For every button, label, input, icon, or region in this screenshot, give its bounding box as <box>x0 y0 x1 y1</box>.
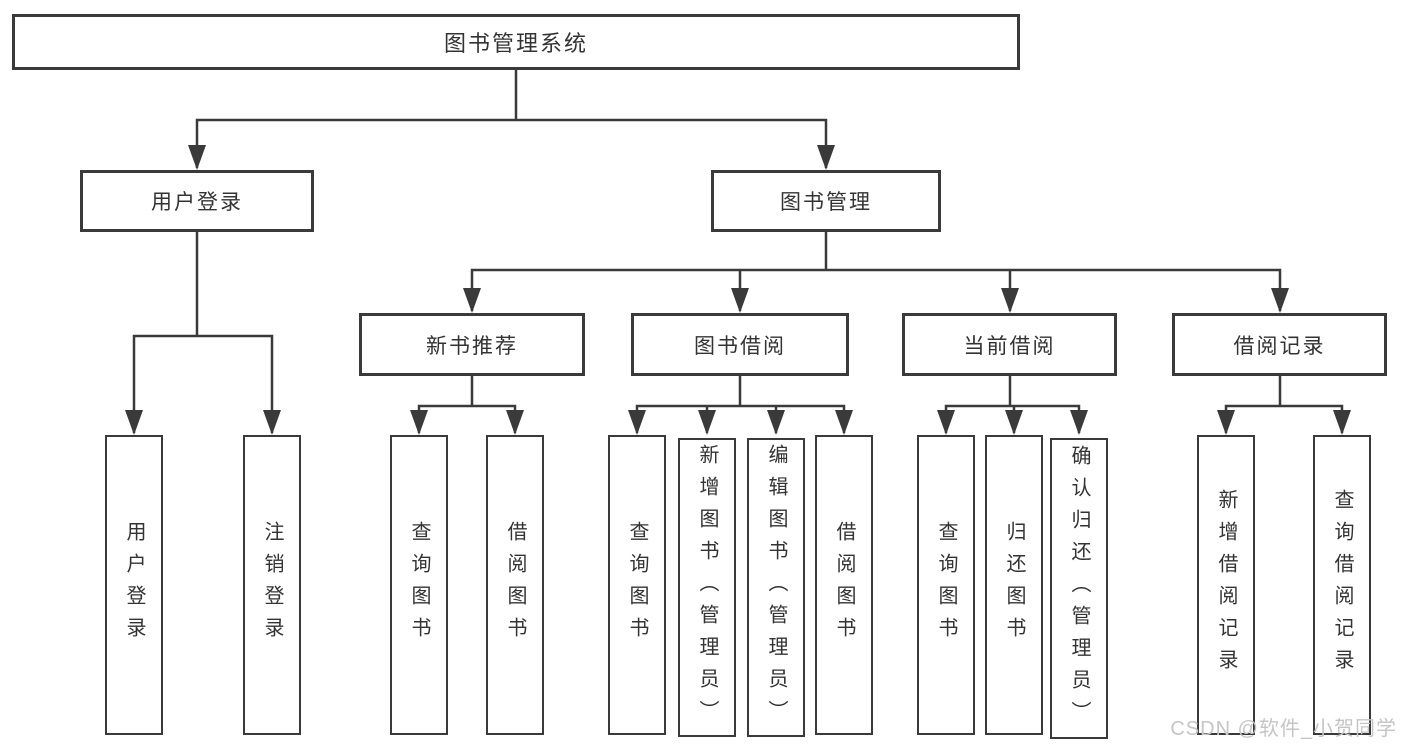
leaf-logout-label: 注销登录 <box>261 521 283 649</box>
leaf-query-books-2: 查询图书 <box>608 435 666 735</box>
node-book-management-label: 图书管理 <box>780 191 872 214</box>
leaf-return-books-label: 归还图书 <box>1003 521 1025 649</box>
leaf-user-login-label: 用户登录 <box>123 521 145 649</box>
node-borrow-records: 借阅记录 <box>1172 313 1387 376</box>
node-new-book-recommend-label: 新书推荐 <box>426 334 518 358</box>
leaf-query-borrow-record: 查询借阅记录 <box>1313 435 1371 735</box>
leaf-return-books: 归还图书 <box>985 435 1043 735</box>
leaf-edit-books-admin-label: 编辑图书（管理员） <box>765 443 787 732</box>
leaf-add-borrow-record: 新增借阅记录 <box>1197 435 1255 735</box>
node-book-borrow: 图书借阅 <box>631 313 849 376</box>
leaf-borrow-books-1-label: 借阅图书 <box>504 521 526 649</box>
leaf-edit-books-admin: 编辑图书（管理员） <box>747 438 805 737</box>
node-borrow-records-label: 借阅记录 <box>1233 334 1326 358</box>
leaf-borrow-books-2-label: 借阅图书 <box>833 521 855 649</box>
leaf-add-books-admin-label: 新增图书（管理员） <box>696 443 718 732</box>
node-new-book-recommend: 新书推荐 <box>359 313 585 376</box>
leaf-query-books-1: 查询图书 <box>390 435 448 735</box>
leaf-borrow-books-2: 借阅图书 <box>815 435 873 735</box>
leaf-query-books-2-label: 查询图书 <box>626 521 648 649</box>
leaf-borrow-books-1: 借阅图书 <box>486 435 544 735</box>
node-user-login-label: 用户登录 <box>151 191 243 214</box>
node-user-login: 用户登录 <box>80 170 314 232</box>
leaf-user-login: 用户登录 <box>105 435 163 735</box>
node-root: 图书管理系统 <box>12 14 1020 70</box>
csdn-watermark: CSDN @软件_小贺同学 <box>1170 718 1397 740</box>
leaf-query-borrow-record-label: 查询借阅记录 <box>1331 489 1353 681</box>
leaf-query-books-3: 查询图书 <box>917 435 975 735</box>
node-root-label: 图书管理系统 <box>443 31 588 56</box>
leaf-confirm-return-admin-label: 确认归还（管理员） <box>1068 444 1090 733</box>
leaf-query-books-3-label: 查询图书 <box>935 521 957 649</box>
leaf-confirm-return-admin: 确认归还（管理员） <box>1050 438 1108 739</box>
leaf-add-books-admin: 新增图书（管理员） <box>678 438 736 737</box>
leaf-query-books-1-label: 查询图书 <box>408 521 430 649</box>
node-current-borrow-label: 当前借阅 <box>963 334 1056 358</box>
node-current-borrow: 当前借阅 <box>902 313 1117 376</box>
leaf-add-borrow-record-label: 新增借阅记录 <box>1215 489 1237 681</box>
node-book-management: 图书管理 <box>711 170 941 232</box>
leaf-logout: 注销登录 <box>243 435 301 735</box>
node-book-borrow-label: 图书借阅 <box>694 334 786 358</box>
